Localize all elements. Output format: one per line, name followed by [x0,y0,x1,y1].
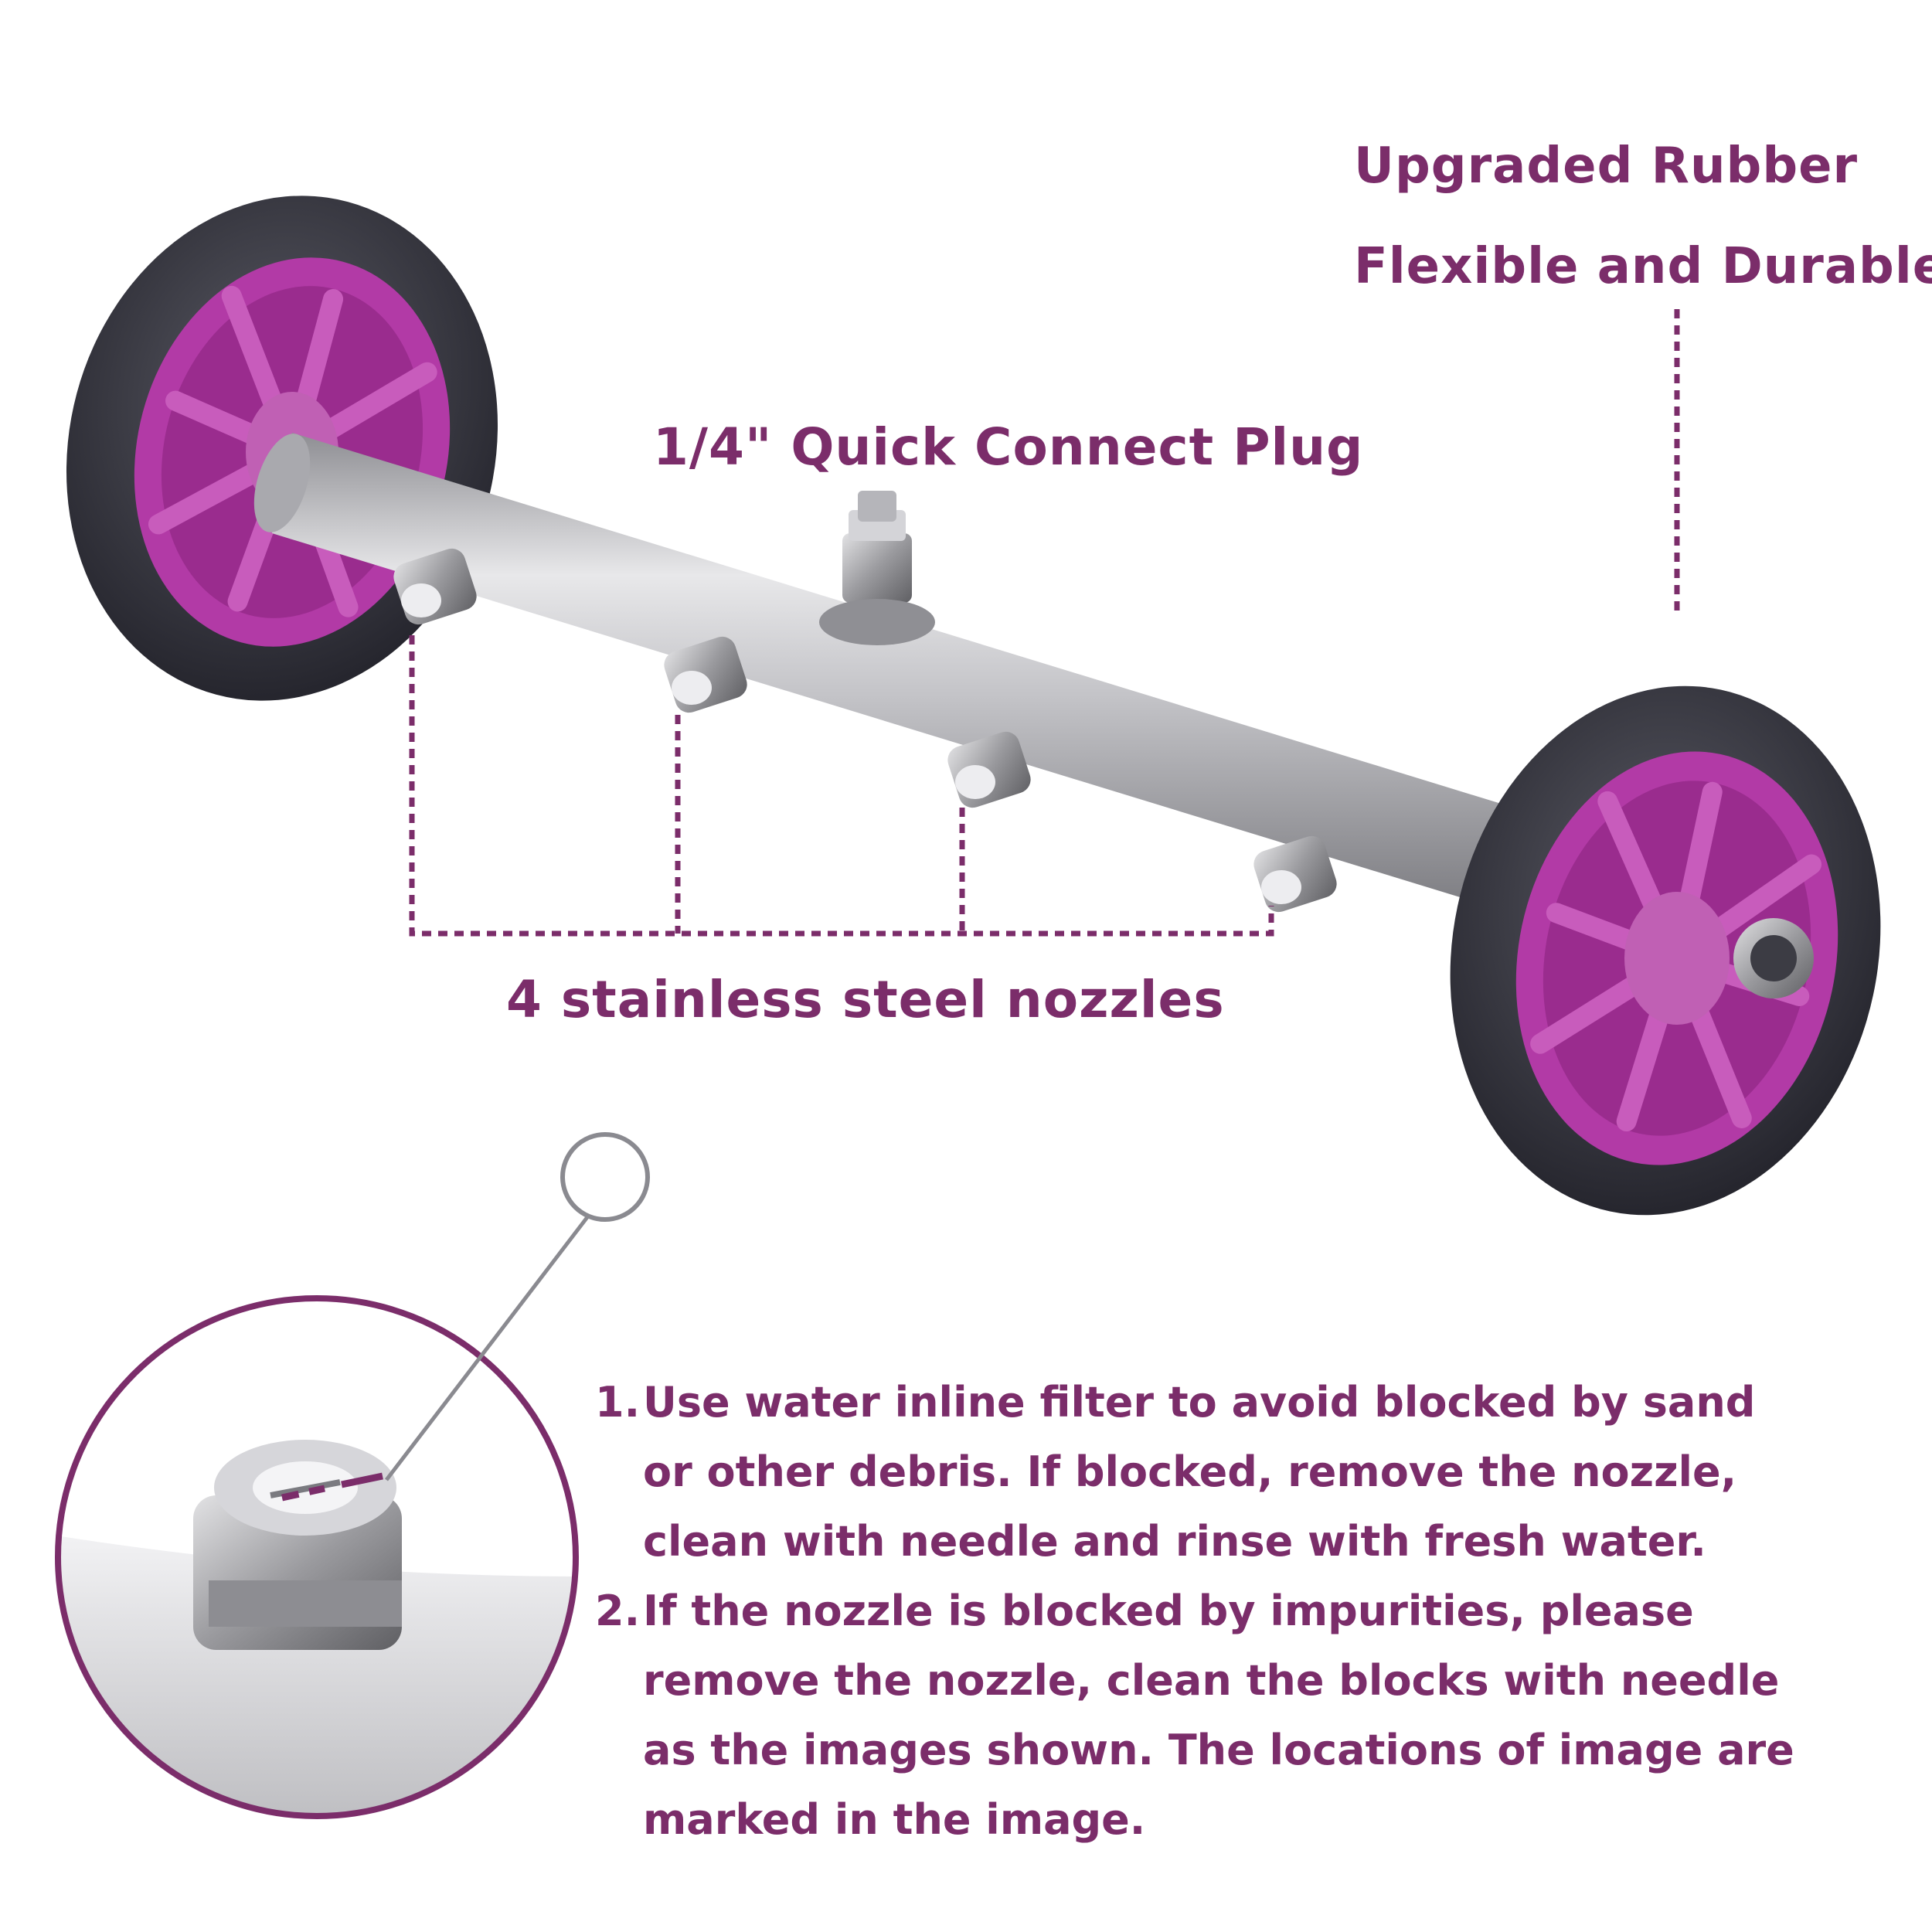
instructions-list: 1. Use water inline filter to avoid bloc… [595,1368,1878,1855]
nozzle-icon-1 [393,548,477,625]
quick-connect-plug-icon [819,491,935,645]
instruction-number: 1. [595,1378,641,1427]
needle-icon [281,1132,650,1502]
instruction-step-2: 2. If the nozzle is blocked by impuritie… [595,1577,1878,1855]
rubber-label-line-1: Upgraded Rubber [1354,138,1859,195]
instruction-line: If the nozzle is blocked by impurities, … [643,1587,1694,1635]
nozzle-detail-inset [55,1295,579,1819]
nozzle-icon-2 [664,636,747,713]
instruction-line: marked in the image. [643,1795,1146,1844]
instruction-line: as the images shown. The locations of im… [643,1726,1794,1774]
nozzle-icon-4 [1253,835,1337,913]
instruction-line: or other debris. If blocked, remove the … [643,1447,1737,1496]
plug-label: 1/4" Quick Connect Plug [653,417,1364,477]
rubber-label-line-2: Flexible and Durable [1354,238,1932,295]
instruction-step-1: 1. Use water inline filter to avoid bloc… [595,1368,1878,1577]
right-wheel-icon [1450,685,1881,1216]
nozzles-label: 4 stainless steel nozzles [506,970,1225,1029]
nozzle-icon-3 [947,731,1031,808]
instruction-line: clean with needle and rinse with fresh w… [643,1517,1706,1566]
nozzle-leader-lines [409,635,1274,937]
pipe-body [253,433,1526,908]
instruction-line: remove the nozzle, clean the blocks with… [643,1656,1780,1705]
instruction-line: Use water inline filter to avoid blocked… [643,1378,1756,1427]
instruction-number: 2. [595,1587,641,1635]
